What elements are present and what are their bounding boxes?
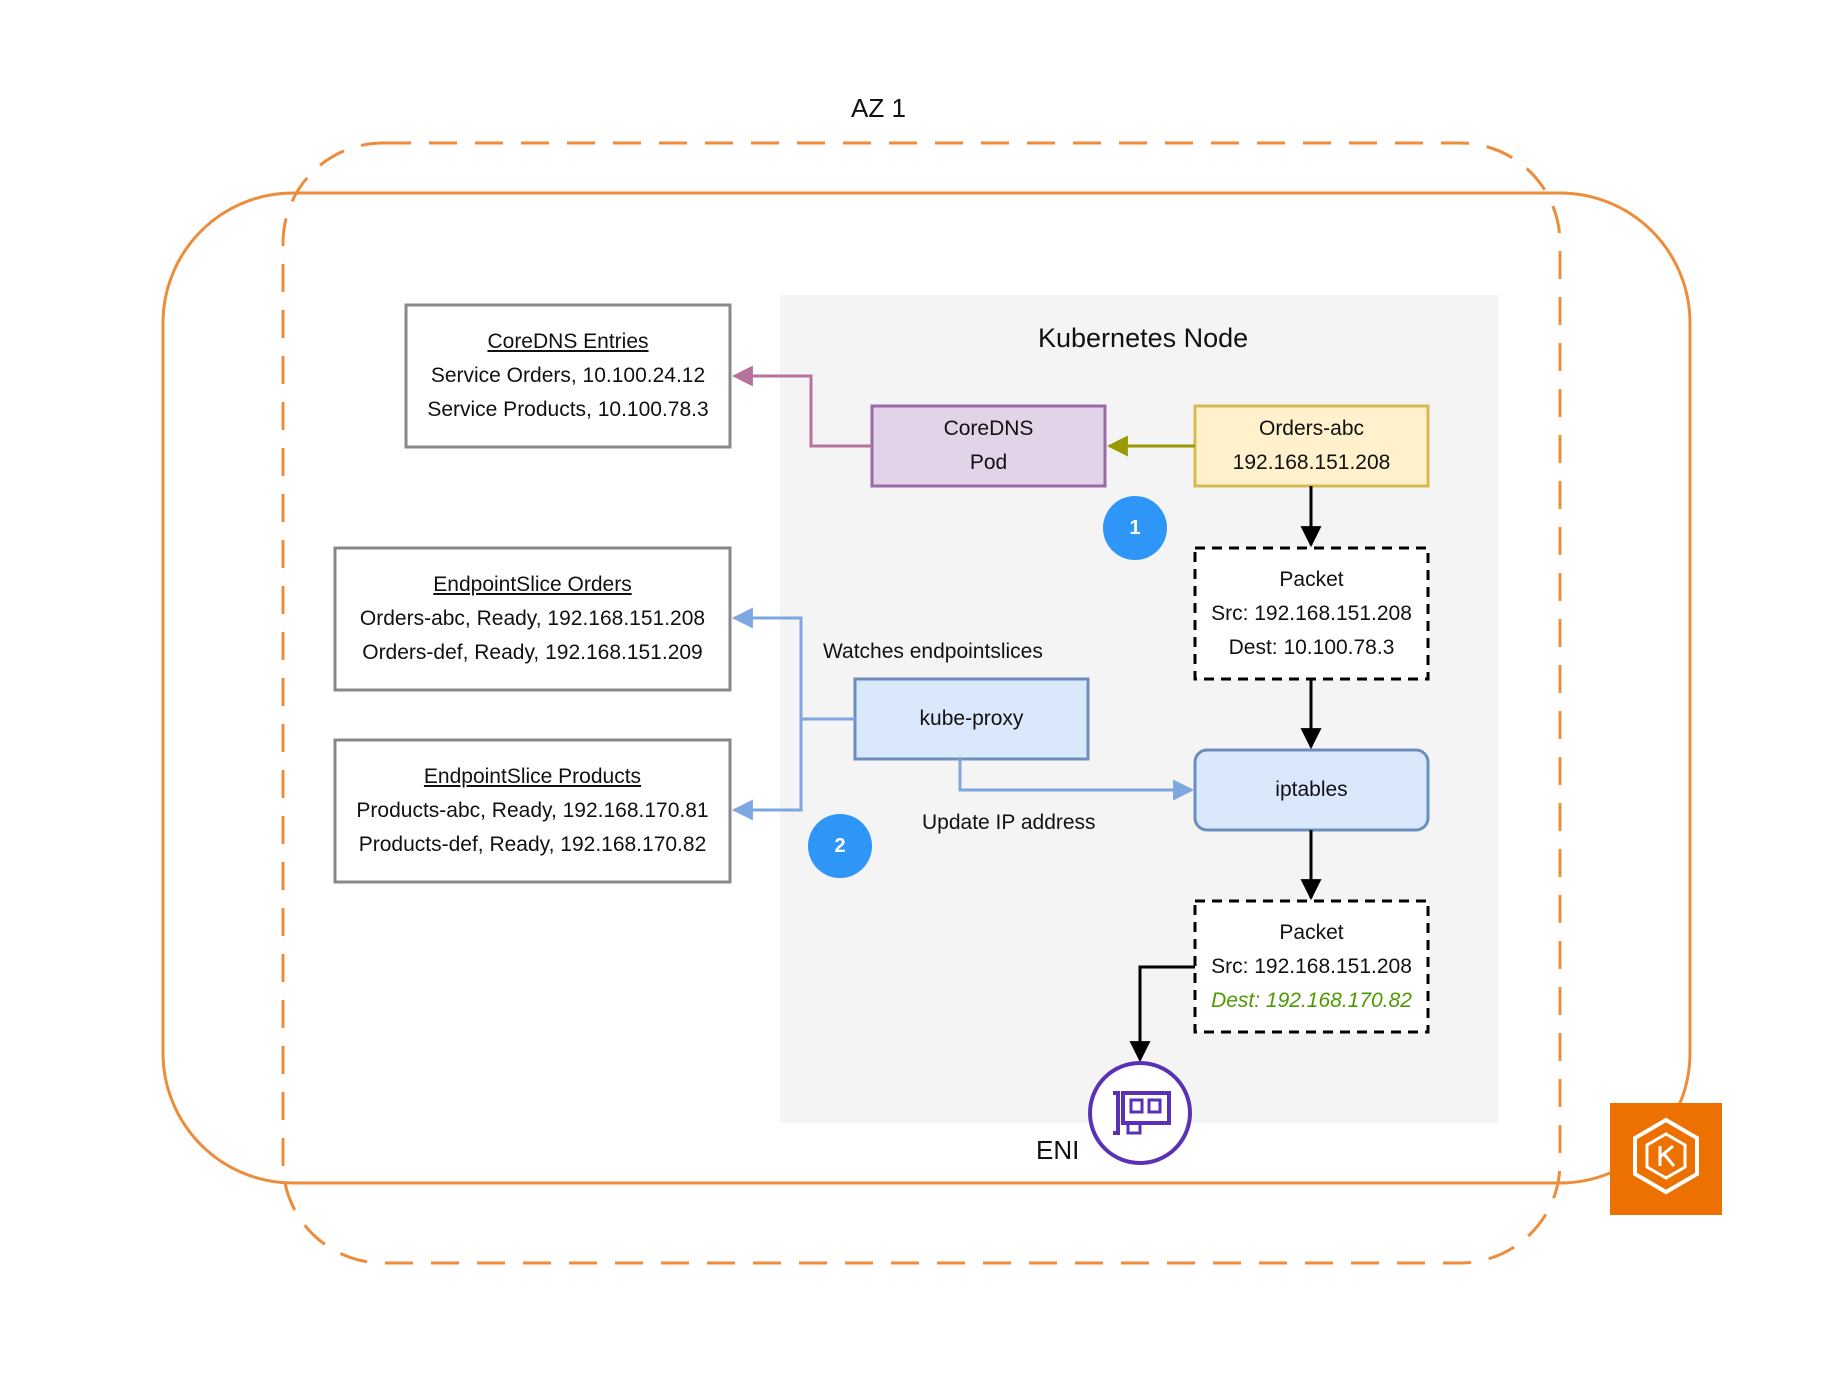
packet-title: Packet [1279,567,1344,591]
packet-2-box [1193,899,1430,1034]
eni-label: ENI [1036,1135,1080,1165]
coredns-entries-title: CoreDNS Entries [487,330,649,353]
packet-1: Packet Src: 192.168.151.208 Dest: 10.100… [1195,548,1428,679]
endpointslice-products-title: EndpointSlice Products [423,765,642,788]
kube-proxy-box [853,677,1090,761]
kube-proxy-label: kube-proxy [919,707,1024,730]
step-badge-2: 2 [808,814,872,878]
endpointslice-orders: EndpointSlice Orders Orders-abc, Ready, … [335,548,730,690]
coredns-to-entries-arrow [731,365,872,448]
coredns-entry: Service Orders, 10.100.24.12 [430,364,706,387]
az-label: AZ 1 [851,93,906,123]
endpoint-entry: Orders-def, Ready, 192.168.151.209 [362,641,703,664]
update-label: Update IP address [922,811,1096,834]
coredns-entry: Service Products, 10.100.78.3 [427,398,709,421]
node-title: Kubernetes Node [1038,323,1249,353]
endpoint-entry: Orders-abc, Ready, 192.168.151.208 [359,607,706,630]
watches-label: Watches endpointslices [823,640,1043,663]
iptables: iptables [1195,750,1428,830]
endpointslice-orders-box [333,546,732,692]
step-badge-1: 1 [1103,496,1167,560]
coredns-entries: CoreDNS Entries Service Orders, 10.100.2… [406,305,730,447]
endpointslice-orders-title: EndpointSlice Orders [433,573,632,596]
endpoint-entry: Products-def, Ready, 192.168.170.82 [358,833,707,856]
orders-pod-ip: 192.168.151.208 [1232,451,1391,474]
packet-src: Src: 192.168.151.208 [1211,601,1412,625]
packet-dest-rewritten: Dest: 192.168.170.82 [1211,988,1412,1012]
orders-pod-name: Orders-abc [1258,417,1365,440]
az-border [281,141,1562,1265]
kube-proxy: kube-proxy [855,679,1088,759]
coredns-pod-type: Pod [969,451,1008,474]
coredns-pod-name: CoreDNS [943,417,1034,440]
coredns-pod-box [870,404,1107,488]
solid-group-border [161,191,1692,1185]
endpointslice-products-box [333,738,732,884]
packet-src: Src: 192.168.151.208 [1211,954,1412,978]
coredns-entries-box [404,303,732,449]
iptables-label: iptables [1275,778,1348,801]
kube-proxy-to-orders-arrow [731,607,803,719]
coredns-pod: CoreDNS Pod [872,406,1105,486]
packet-1-box [1193,546,1430,681]
kube-proxy-to-products-arrow [731,719,803,821]
network-interface-icon [1088,1061,1192,1165]
packet-2: Packet Src: 192.168.151.208 Dest: 192.16… [1195,901,1428,1032]
packet-to-eni-arrow [1129,965,1195,1063]
endpoint-entry: Products-abc, Ready, 192.168.170.81 [356,799,709,822]
packet-title: Packet [1279,920,1344,944]
eks-kubernetes-icon [1610,1103,1722,1215]
endpointslice-products: EndpointSlice Products Products-abc, Rea… [335,740,730,882]
kube-proxy-to-iptables-arrow [958,759,1195,801]
orders-pod: Orders-abc 192.168.151.208 [1195,406,1428,486]
packet-dest: Dest: 10.100.78.3 [1228,635,1395,659]
